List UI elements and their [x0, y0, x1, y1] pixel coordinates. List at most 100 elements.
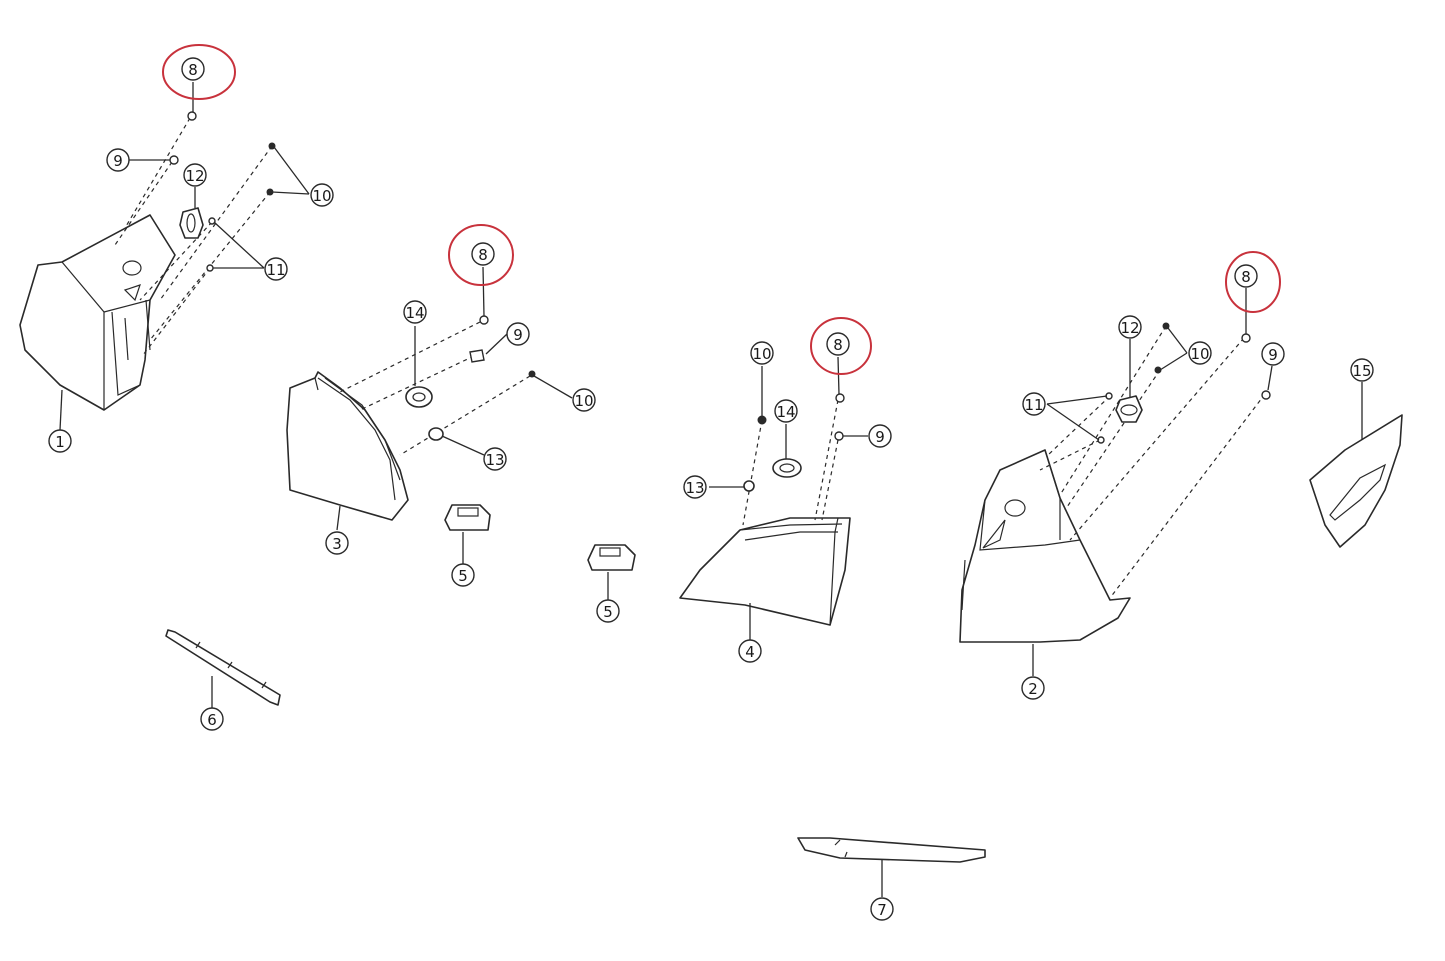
callout-label: 6: [207, 711, 217, 729]
callout-label: 4: [745, 643, 755, 661]
callout-circle: [868, 424, 892, 448]
callout-circle: [264, 257, 288, 281]
callout-8: 8: [162, 44, 236, 100]
highlight-ring: [1225, 251, 1281, 313]
callout-circle: [683, 475, 707, 499]
callout-10: 10: [750, 341, 774, 365]
callout-circle: [183, 163, 207, 187]
part-15-trim-panel: [1309, 382, 1403, 548]
callout-circle: [826, 332, 850, 356]
part-4-center-tail-lamp: [679, 517, 851, 626]
callout-label: 10: [312, 187, 331, 205]
part-2-outer-tail-lamp-right: [959, 449, 1131, 643]
leaders-left: [59, 82, 310, 431]
leaders-part4: [709, 356, 868, 643]
callout-5: 5: [596, 599, 620, 623]
callout-10: 10: [1188, 341, 1212, 365]
callout-circle: [870, 897, 894, 921]
callout-8: 8: [1225, 251, 1281, 313]
callout-circle: [1022, 392, 1046, 416]
callout-9: 9: [868, 424, 892, 448]
callout-circle: [325, 531, 349, 555]
callout-label: 8: [1241, 268, 1251, 286]
callout-label: 9: [113, 152, 123, 170]
callout-label: 11: [1024, 396, 1043, 414]
highlight-ring: [448, 224, 514, 286]
callout-label: 1: [55, 433, 65, 451]
leaders-part3: [336, 266, 573, 531]
callout-5: 5: [451, 563, 475, 587]
guide-lines-part3: [339, 321, 531, 456]
callout-label: 9: [513, 326, 523, 344]
callout-label: 5: [603, 603, 613, 621]
callout-3: 3: [325, 531, 349, 555]
callout-9: 9: [106, 148, 130, 172]
callout-label: 3: [332, 535, 342, 553]
callout-circle: [483, 447, 507, 471]
callout-label: 9: [875, 428, 885, 446]
callout-label: 5: [458, 567, 468, 585]
callout-1: 1: [48, 429, 72, 453]
callout-label: 15: [1352, 362, 1371, 380]
callout-circle: [48, 429, 72, 453]
callout-circle: [1350, 358, 1374, 382]
part-7-lower-trim-strip: [797, 837, 986, 897]
fasteners-part4: [743, 393, 845, 492]
callout-12: 12: [1118, 315, 1142, 339]
callout-circle: [572, 388, 596, 412]
callout-4: 4: [738, 639, 762, 663]
callout-8: 8: [448, 224, 514, 286]
highlight-ring: [810, 317, 872, 375]
callout-circle: [1021, 676, 1045, 700]
callout-13: 13: [483, 447, 507, 471]
callout-circle: [1234, 264, 1258, 288]
callout-circle: [471, 242, 495, 266]
callout-circle: [200, 707, 224, 731]
callout-15: 15: [1350, 358, 1374, 382]
callout-6: 6: [200, 707, 224, 731]
callout-label: 14: [776, 403, 795, 421]
callout-circle: [506, 322, 530, 346]
callout-circle: [181, 57, 205, 81]
callout-11: 11: [264, 257, 288, 281]
callout-12: 12: [183, 163, 207, 187]
callout-11: 11: [1022, 392, 1046, 416]
part-3-inner-tail-lamp-left: [286, 371, 409, 521]
part-6-trim-strip: [165, 629, 281, 708]
callout-label: 2: [1028, 680, 1038, 698]
fasteners-right: [1097, 322, 1271, 444]
callout-label: 12: [185, 167, 204, 185]
callout-circle: [596, 599, 620, 623]
callout-circle: [774, 399, 798, 423]
callout-label: 9: [1268, 346, 1278, 364]
callout-circle: [310, 183, 334, 207]
callout-9: 9: [1261, 342, 1285, 366]
callout-13: 13: [683, 475, 707, 499]
callout-circle: [738, 639, 762, 663]
callout-label: 10: [1190, 345, 1209, 363]
part-5-license-lamp-center: [587, 544, 636, 603]
callout-circle: [750, 341, 774, 365]
leaders-right: [1032, 288, 1273, 676]
callout-label: 10: [574, 392, 593, 410]
callout-circle: [403, 300, 427, 324]
callout-label: 13: [685, 479, 704, 497]
part-5-license-lamp-left: [444, 504, 491, 567]
fasteners-left: [169, 111, 276, 272]
callout-9: 9: [506, 322, 530, 346]
callout-label: 11: [266, 261, 285, 279]
callout-label: 7: [877, 901, 887, 919]
part-1-outer-tail-lamp-left: [19, 214, 176, 411]
callout-circle: [451, 563, 475, 587]
fasteners-part3: [405, 315, 536, 441]
callout-circle: [1261, 342, 1285, 366]
callout-label: 8: [478, 246, 488, 264]
guide-lines-part4: [742, 399, 839, 526]
callout-8: 8: [810, 317, 872, 375]
callout-14: 14: [774, 399, 798, 423]
callout-2: 2: [1021, 676, 1045, 700]
callout-10: 10: [572, 388, 596, 412]
highlight-ring: [162, 44, 236, 100]
callout-14: 14: [403, 300, 427, 324]
